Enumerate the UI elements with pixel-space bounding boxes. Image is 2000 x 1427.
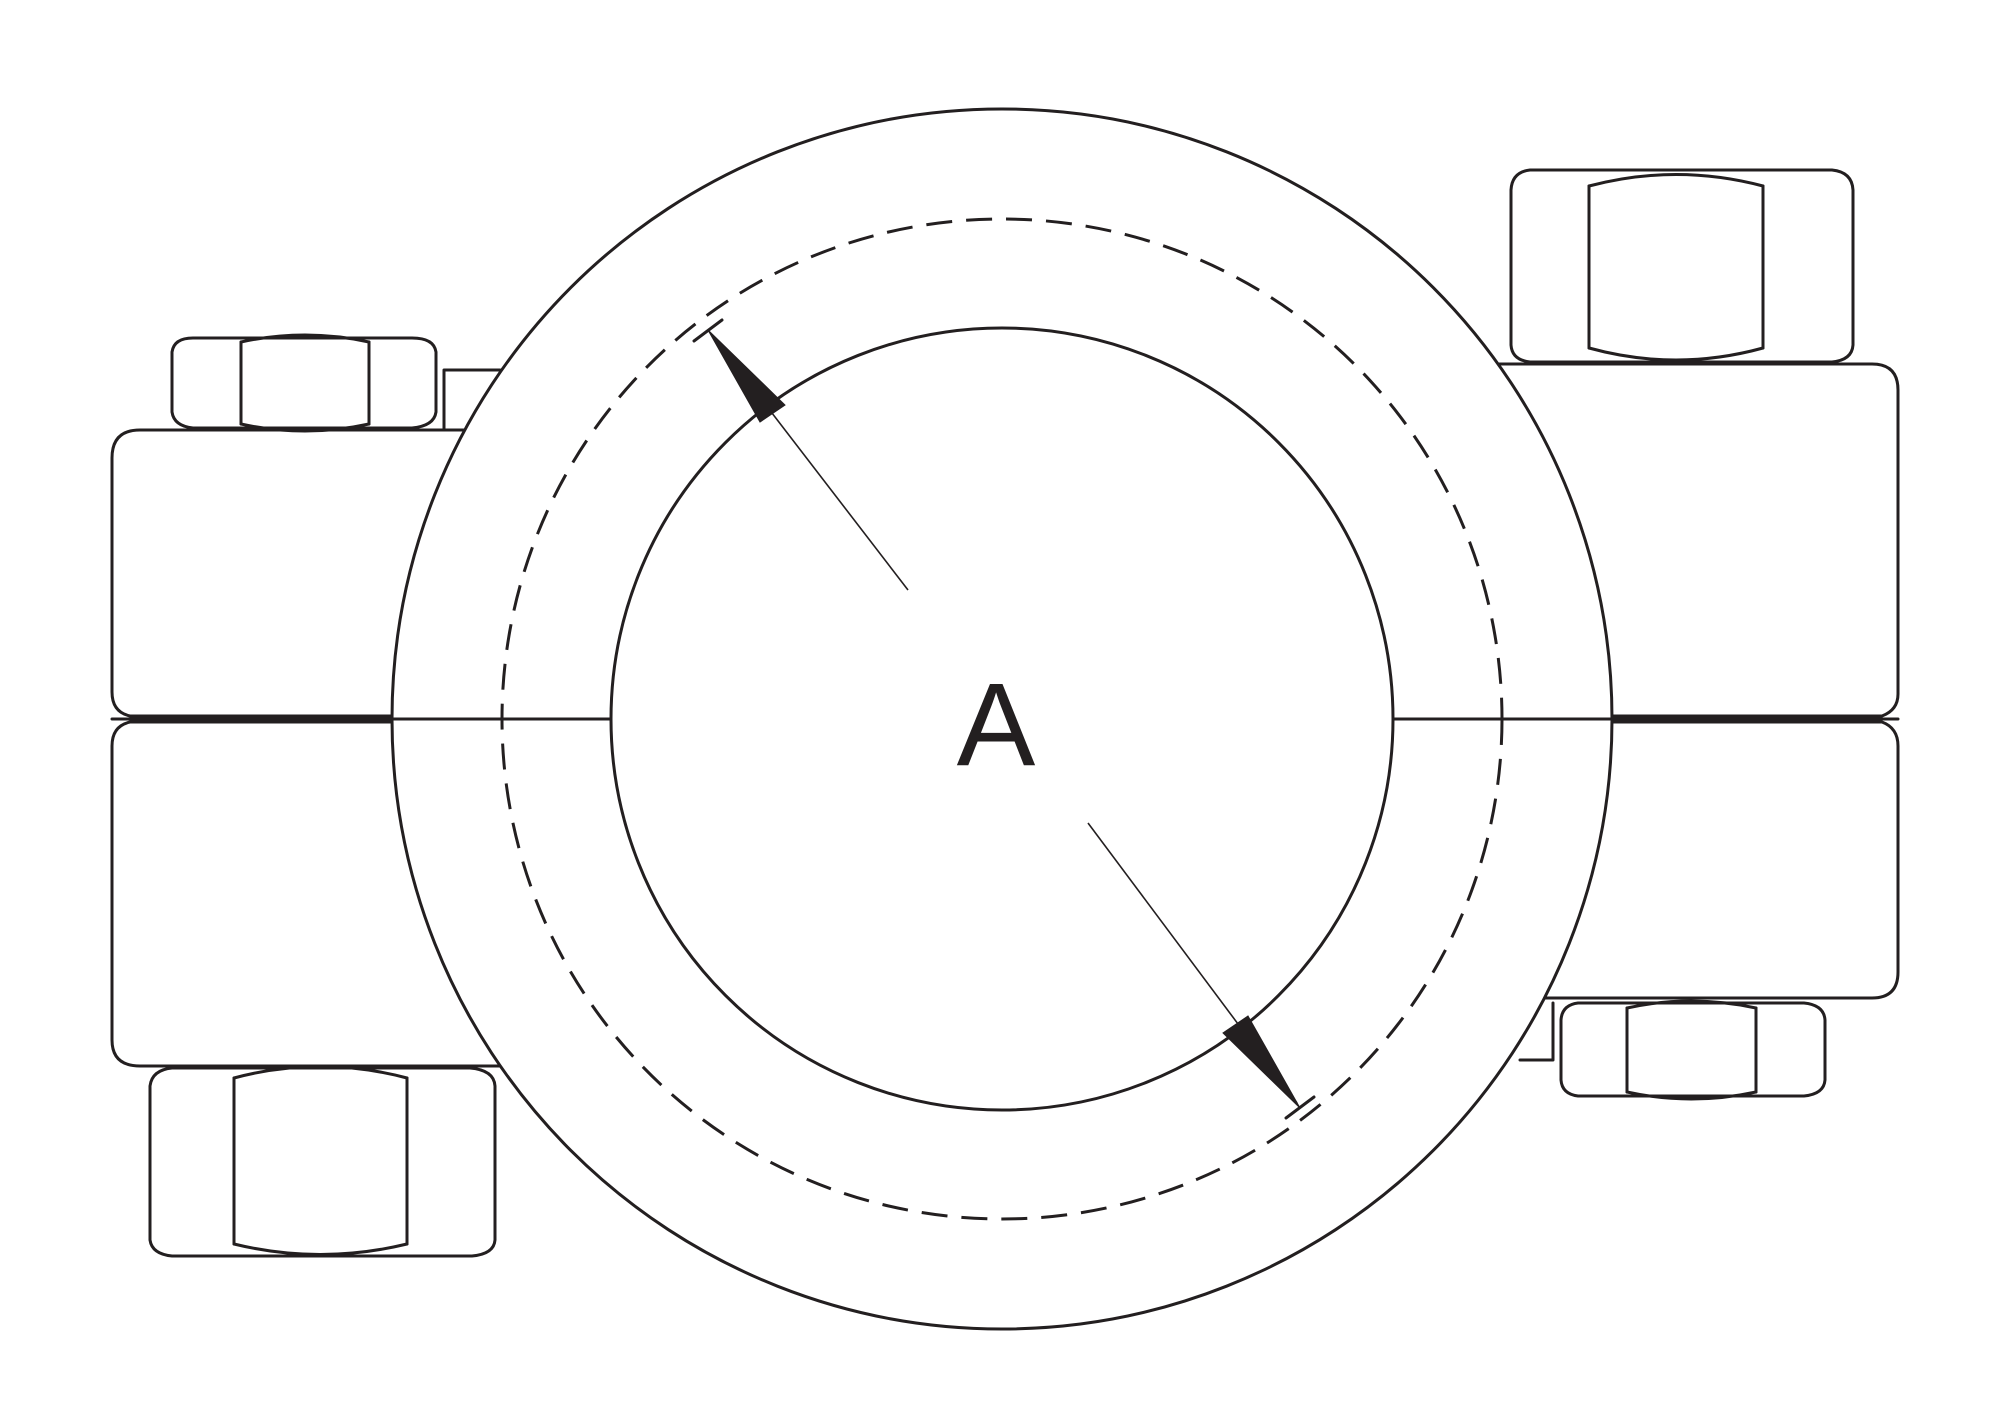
nut-chamfer	[1587, 346, 1765, 362]
nut-chamfer	[232, 1242, 409, 1256]
arrow-down-right-icon	[1222, 1015, 1301, 1109]
dimension-a: A	[692, 318, 1316, 1120]
nut-chamfer	[239, 422, 371, 433]
nut-bottom-left	[148, 1065, 497, 1258]
nut-outline	[1509, 168, 1855, 364]
nut-outline	[148, 1066, 497, 1258]
nut-outline	[170, 336, 438, 430]
nut-chamfer	[1625, 999, 1758, 1010]
nut-chamfer	[232, 1065, 409, 1080]
dimension-label: A	[957, 659, 1036, 791]
nut-top-right	[1509, 168, 1855, 364]
nut-bottom-right	[1559, 999, 1827, 1101]
left-flange-step	[442, 368, 502, 432]
nut-top-left	[170, 333, 438, 433]
nut-chamfer	[1625, 1090, 1758, 1101]
nut-chamfer	[1587, 173, 1765, 188]
right-flange-step	[1518, 1001, 1555, 1062]
arrow-tick	[692, 318, 724, 343]
clamp-body	[110, 107, 1900, 1331]
arrow-tick	[1284, 1095, 1316, 1120]
nut-outline	[1559, 1001, 1827, 1098]
arrow-up-left-icon	[707, 329, 786, 423]
nut-chamfer	[239, 333, 371, 344]
